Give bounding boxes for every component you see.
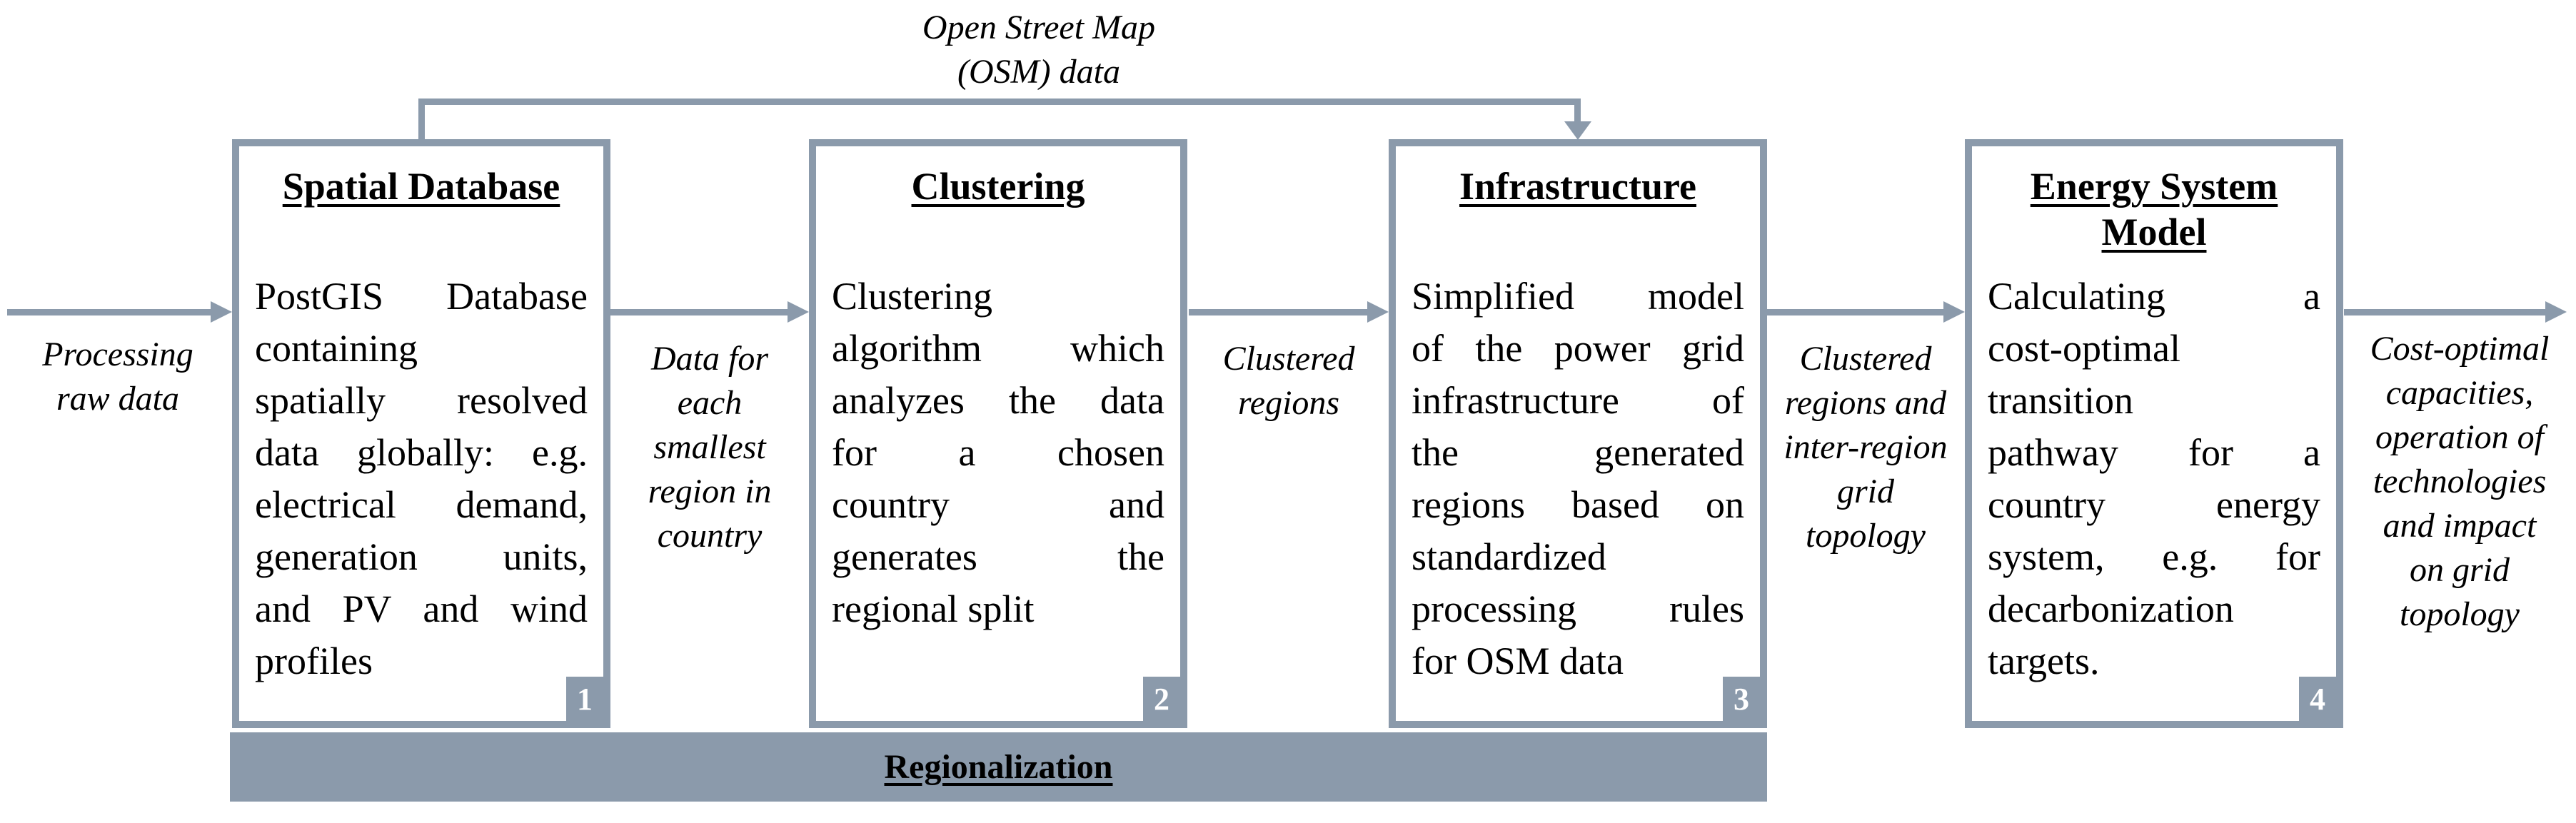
flow-label-clustered-regions-grid-topology: Clustered regions and inter-region grid … bbox=[1783, 340, 1948, 555]
arrow-line bbox=[1189, 309, 1367, 315]
osm-connector-horizontal-segment bbox=[418, 99, 1581, 105]
flow-label-processing-raw-data: Processing raw data bbox=[42, 335, 193, 418]
stage-number-badge: 2 bbox=[1143, 677, 1180, 721]
stage-title: Spatial Database bbox=[282, 165, 560, 208]
regionalization-label: Regionalization bbox=[884, 748, 1113, 786]
arrow-line bbox=[610, 309, 788, 315]
osm-connector-up-segment bbox=[418, 99, 425, 139]
stage-number-badge: 1 bbox=[566, 677, 603, 721]
arrow-head-icon bbox=[211, 301, 232, 323]
osm-arrowhead-down-icon bbox=[1564, 121, 1591, 140]
flow-label-cost-optimal-output: Cost-optimal capacities, operation of te… bbox=[2370, 330, 2550, 633]
osm-connector-down-segment bbox=[1574, 99, 1581, 123]
flow-label-data-smallest-region: Data for each smallest region in country bbox=[648, 340, 772, 555]
arrow-line bbox=[7, 309, 211, 315]
osm-feed-label: Open Street Map (OSM) data bbox=[922, 9, 1156, 91]
arrow-head-icon bbox=[2545, 301, 2567, 323]
arrow-line bbox=[1767, 309, 1943, 315]
arrow-line bbox=[2344, 309, 2545, 315]
flow-label-clustered-regions: Clustered regions bbox=[1222, 340, 1355, 422]
arrow-head-icon bbox=[1367, 301, 1389, 323]
arrow-head-icon bbox=[1943, 301, 1965, 323]
stage-title: Energy System Model bbox=[2030, 165, 2278, 253]
stage-number-badge: 4 bbox=[2299, 677, 2336, 721]
stage-number-badge: 3 bbox=[1723, 677, 1760, 721]
stage-title: Infrastructure bbox=[1459, 165, 1696, 208]
stage-title: Clustering bbox=[911, 165, 1085, 208]
regionalization-bar: Regionalization bbox=[230, 732, 1767, 802]
arrow-head-icon bbox=[788, 301, 809, 323]
